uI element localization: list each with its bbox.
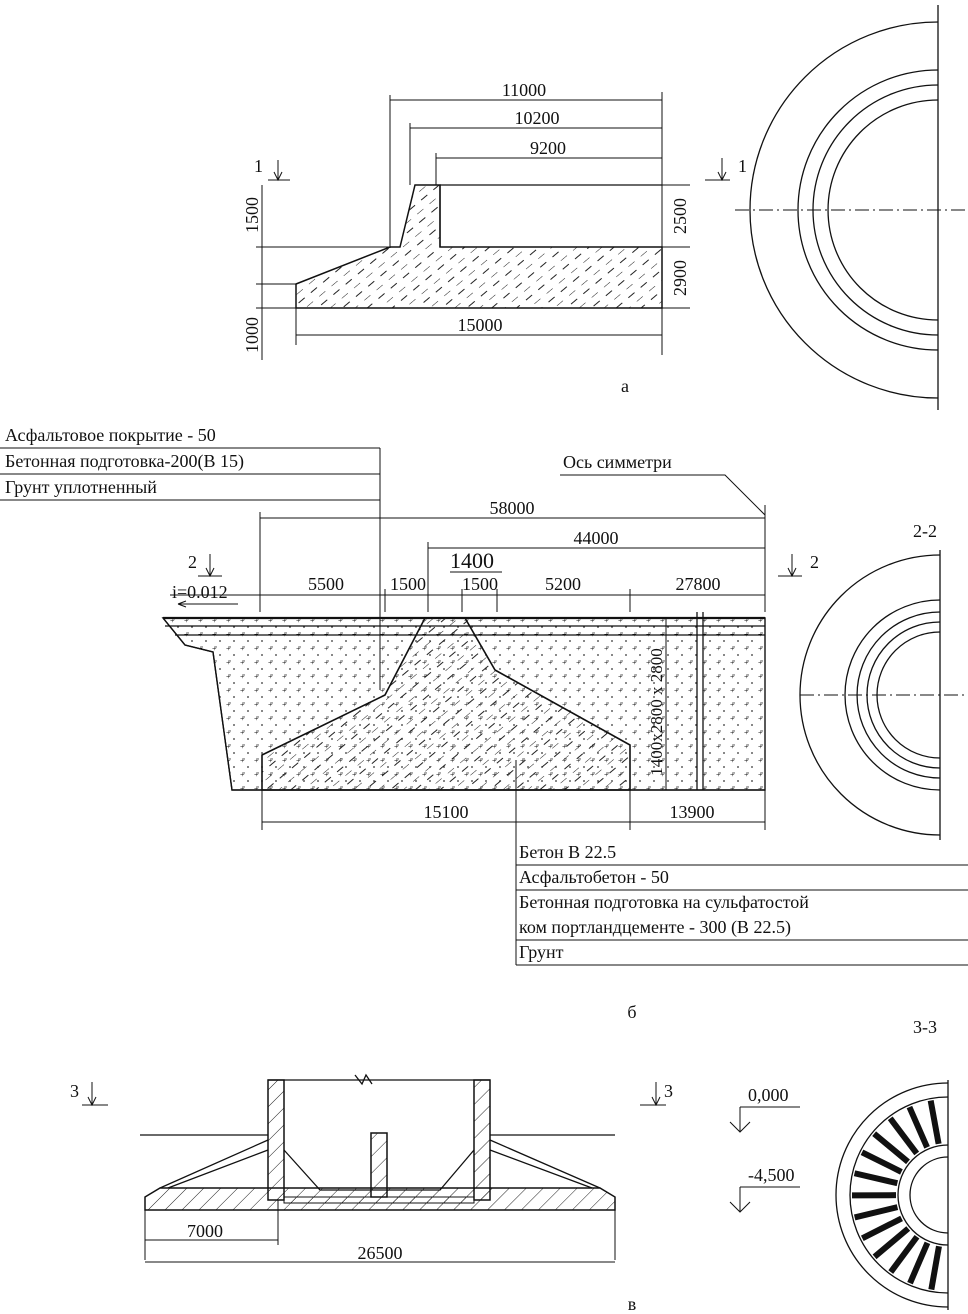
plan-view-a — [735, 5, 968, 410]
dim-5200: 5200 — [545, 574, 581, 594]
dim-1000: 1000 — [242, 317, 262, 353]
dim-1500: 1500 — [242, 197, 262, 233]
dim-27800: 27800 — [676, 574, 721, 594]
plan-rib — [872, 1131, 910, 1165]
section-title-3-3: 3-3 — [913, 1017, 937, 1037]
layer-list-bottom: Бетон В 22.5 Асфальтобетон - 50 Бетонная… — [515, 760, 968, 966]
svg-text:1: 1 — [254, 156, 263, 176]
plan-rib — [928, 1245, 942, 1291]
plan-rib — [853, 1204, 899, 1221]
plan-rib — [927, 1100, 942, 1145]
figure-a: 11000 10200 9200 1500 1000 2500 2900 150… — [242, 5, 968, 410]
level-mark-bottom: -4,500 — [729, 1165, 800, 1213]
layer-compacted-soil: Грунт уплотненный — [5, 477, 157, 497]
layer-soil: Грунт — [519, 942, 564, 962]
left-wall — [267, 1079, 285, 1201]
section-mark-1-right: 1 — [705, 156, 747, 182]
plan-rib — [860, 1215, 903, 1241]
symmetry-axis-label: Ось симметри — [563, 452, 672, 472]
caption-b: б — [627, 1002, 636, 1022]
dim-26500: 26500 — [358, 1243, 403, 1263]
layer-asphalt-concrete: Асфальтобетон - 50 — [519, 867, 669, 887]
dim-58000: 58000 — [490, 498, 535, 518]
section-mark-2-left: 2 — [188, 552, 222, 578]
dim-13900: 13900 — [670, 802, 715, 822]
plan-rib — [860, 1149, 903, 1175]
section-mark-3-left: 3 — [70, 1081, 108, 1107]
plan-rib — [907, 1241, 931, 1285]
layer-list-top: Асфальтовое покрытие - 50 Бетонная подго… — [0, 425, 381, 690]
dim-2900: 2900 — [670, 260, 690, 296]
plan-rib — [888, 1234, 920, 1274]
dim-1400: 1400 — [450, 548, 494, 573]
plan-rib — [887, 1116, 920, 1156]
svg-text:2: 2 — [810, 552, 819, 572]
dim-9200: 9200 — [530, 138, 566, 158]
section-mark-1-left: 1 — [254, 156, 290, 182]
dim-2500: 2500 — [670, 198, 690, 234]
svg-text:0,000: 0,000 — [748, 1085, 789, 1105]
section-mark-3-right: 3 — [640, 1081, 673, 1107]
dim-44000: 44000 — [574, 528, 619, 548]
center-column — [370, 1132, 388, 1198]
layer-asphalt: Асфальтовое покрытие - 50 — [5, 425, 216, 445]
figure-b: Асфальтовое покрытие - 50 Бетонная подго… — [0, 425, 968, 1022]
section-title-2-2: 2-2 — [913, 521, 937, 541]
dim-1500-a: 1500 — [390, 574, 426, 594]
dim-1500-b: 1500 — [462, 574, 498, 594]
plan-rib — [906, 1105, 930, 1149]
plan-view-b — [799, 550, 968, 840]
level-mark-top: 0,000 — [729, 1085, 800, 1133]
layer-concrete-prep: Бетонная подготовка-200(В 15) — [5, 451, 244, 472]
svg-text:2: 2 — [188, 552, 197, 572]
layer-sulfate-prep-2: ком портландцементе - 300 (В 22.5) — [519, 917, 791, 938]
dim-15100: 15100 — [424, 802, 469, 822]
dim-10200: 10200 — [515, 108, 560, 128]
svg-text:-4,500: -4,500 — [748, 1165, 795, 1185]
plan-view-c — [835, 1080, 949, 1310]
dim-7000: 7000 — [187, 1221, 223, 1241]
layer-concrete-b22: Бетон В 22.5 — [519, 842, 616, 862]
right-wall — [473, 1079, 491, 1201]
dim-11000: 11000 — [502, 80, 546, 100]
figure-c: 7000 26500 3 3 0,000 -4,500 3-3 — [70, 1017, 949, 1314]
dim-15000: 15000 — [458, 315, 503, 335]
layer-sulfate-prep-1: Бетонная подготовка на сульфатостой — [519, 892, 809, 912]
plan-rib — [853, 1170, 899, 1187]
plan-rib — [872, 1226, 911, 1260]
svg-text:3: 3 — [70, 1081, 79, 1101]
section-mark-2-right: 2 — [778, 552, 819, 578]
dim-5500: 5500 — [308, 574, 344, 594]
dim-vertical: 1400x2800 x 2800 — [647, 648, 666, 776]
svg-text:1: 1 — [738, 156, 747, 176]
svg-text:3: 3 — [664, 1081, 673, 1101]
caption-a: а — [621, 376, 629, 396]
caption-c: в — [628, 1294, 637, 1314]
concrete-foundation — [261, 617, 631, 791]
slope-label: i=0.012 — [172, 582, 228, 602]
